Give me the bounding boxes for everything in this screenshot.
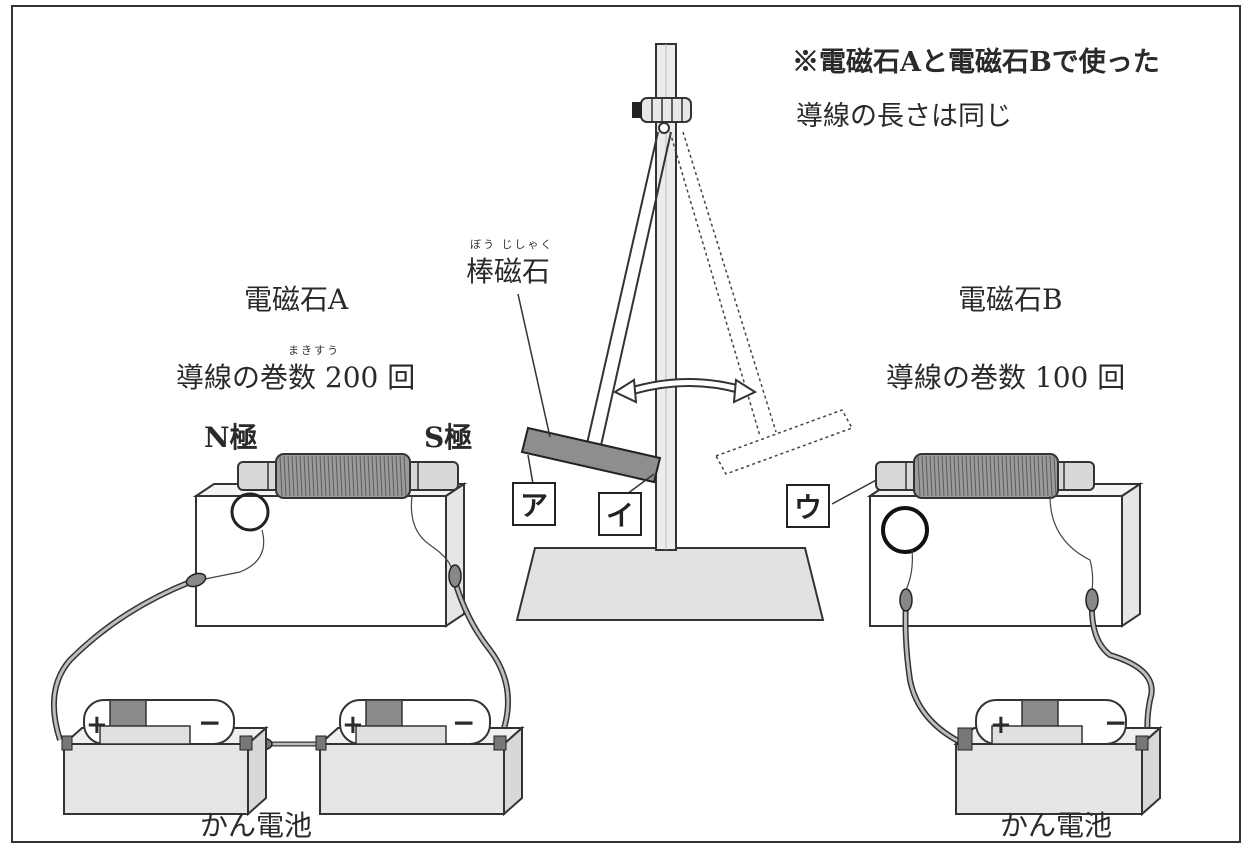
stand-base	[515, 547, 825, 621]
bar-magnet-label: 棒磁石	[466, 255, 551, 288]
pivot	[658, 122, 670, 134]
electromagnet-a	[192, 453, 468, 628]
battery-a2-plus: +	[342, 710, 364, 740]
bar-magnet-leader	[517, 293, 551, 438]
note-line-2: 導線の長さは同じ	[796, 101, 1012, 132]
stand	[515, 43, 825, 621]
battery-b-plus: +	[990, 710, 1012, 740]
leads-b	[899, 588, 1155, 745]
swing-arrow	[612, 377, 758, 404]
clamp	[640, 97, 692, 123]
bar-magnet	[520, 426, 662, 484]
point-a-box: ア	[512, 482, 556, 526]
battery-holder-b	[953, 699, 1163, 817]
point-i-box: イ	[598, 492, 642, 536]
battery-label-b: かん電池	[1000, 809, 1113, 842]
electromagnet-a-turns: 導線の巻数 200 回	[176, 361, 416, 394]
n-pole-label: N極	[204, 421, 258, 454]
note-line-1: ※電磁石Aと電磁石Bで使った	[792, 47, 1160, 78]
bar-magnet-ruby: ぼう じしゃく	[470, 238, 554, 251]
leader-u	[831, 477, 881, 505]
coil-b-lead-ring	[881, 506, 929, 554]
battery-a1-plus: +	[86, 710, 108, 740]
coil-a-lead-ring	[230, 492, 270, 532]
electromagnet-b	[866, 453, 1144, 628]
battery-a2-minus: −	[452, 706, 476, 739]
frame	[11, 5, 1241, 843]
leader-i	[626, 473, 655, 495]
s-pole-label: S極	[424, 421, 473, 454]
battery-label-a: かん電池	[200, 809, 313, 842]
leader-a	[527, 454, 534, 485]
battery-a1-minus: −	[198, 706, 222, 739]
pendulum	[520, 131, 672, 484]
battery-b-minus: −	[1104, 706, 1128, 739]
pendulum-swung	[669, 131, 854, 475]
electromagnet-a-title: 電磁石A	[244, 283, 349, 316]
electromagnet-b-title: 電磁石B	[958, 283, 1063, 316]
battery-holder-a1	[61, 699, 269, 817]
point-u-box: ウ	[786, 484, 830, 528]
turns-ruby: まきすう	[288, 344, 340, 357]
electromagnet-b-turns: 導線の巻数 100 回	[886, 361, 1126, 394]
battery-holder-a2	[315, 699, 525, 817]
